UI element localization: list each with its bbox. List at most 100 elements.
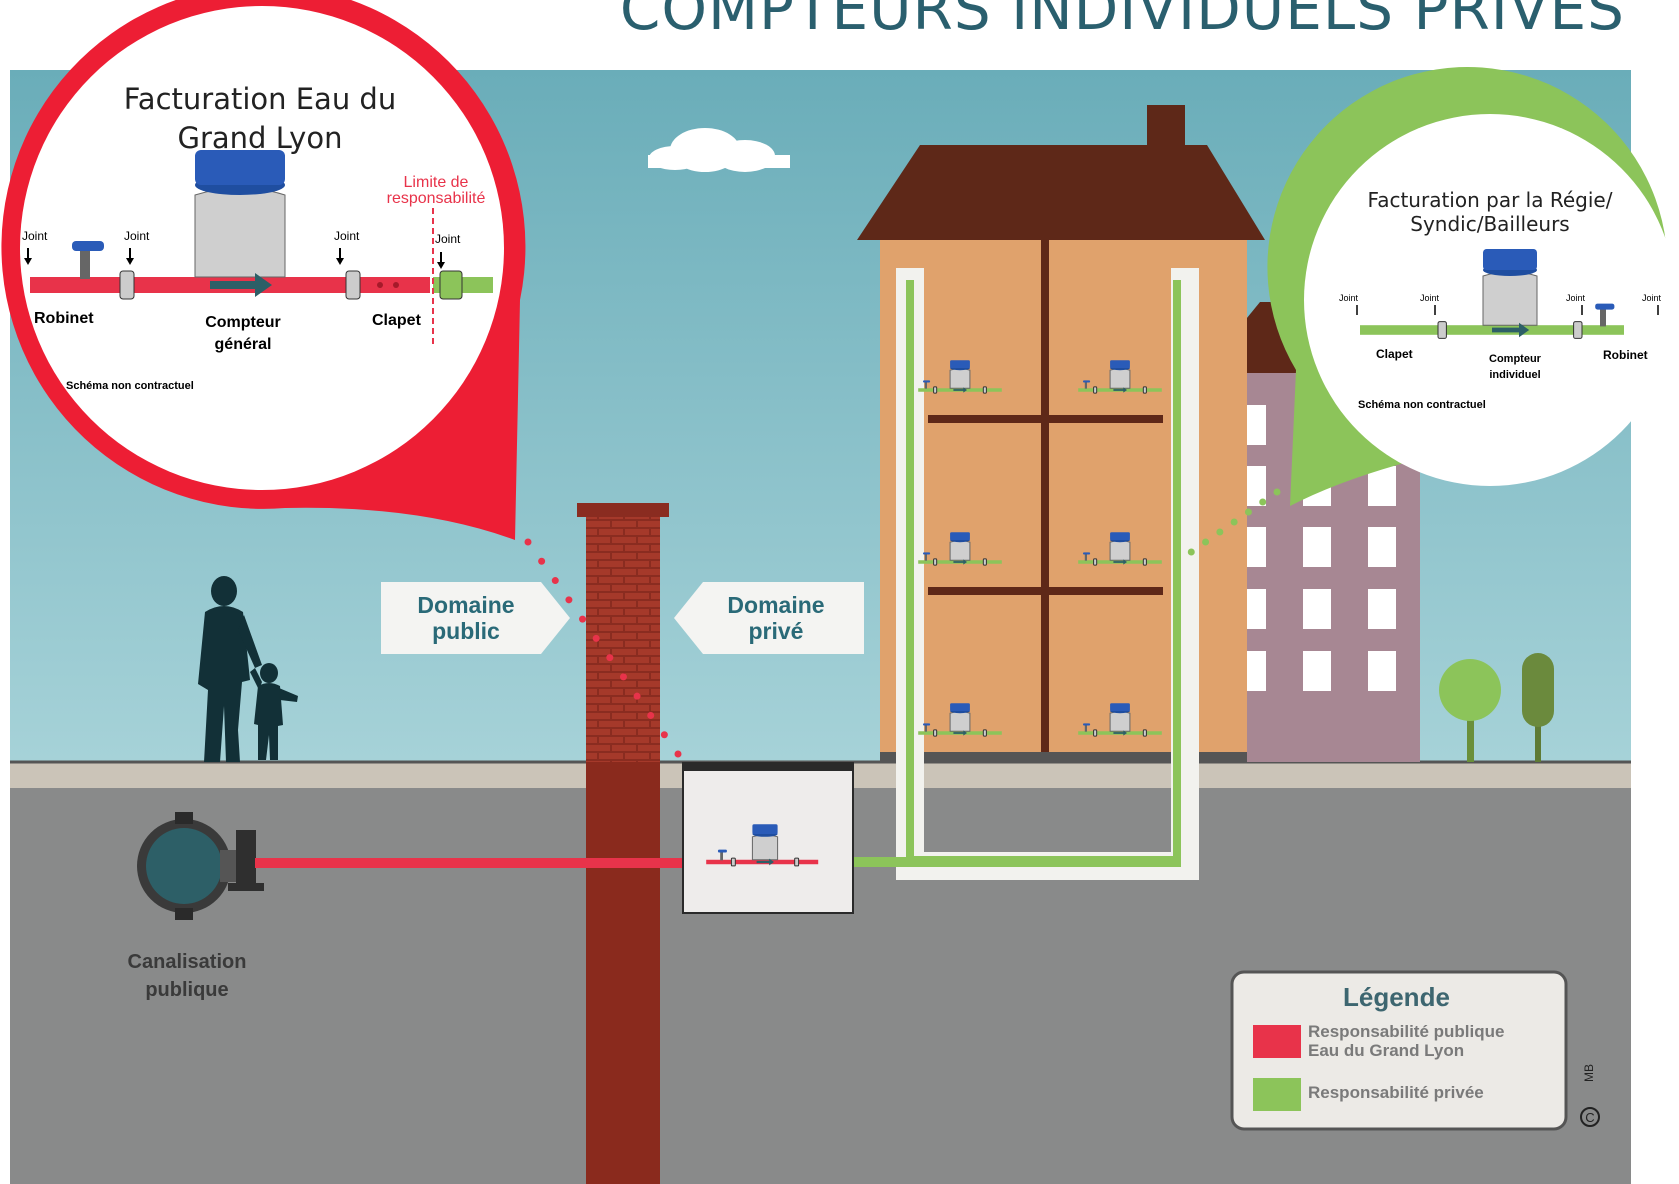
meter-cap-top <box>950 360 970 368</box>
joint-icon <box>1142 386 1147 394</box>
joint-label: Joint <box>1339 293 1359 303</box>
meter-body <box>949 540 971 561</box>
clapet-label: Clapet <box>372 312 421 329</box>
legend-box <box>1230 970 1568 1131</box>
joint-icon <box>1093 729 1098 737</box>
pointer-dot <box>551 577 559 585</box>
joint-icon <box>982 729 987 737</box>
joint-arrow-head-icon <box>336 258 344 265</box>
pointer-dot <box>660 731 668 739</box>
valve-stem <box>80 249 90 279</box>
flow-arrow-icon <box>1113 730 1128 736</box>
legend-public-line2: Eau du Grand Lyon <box>1308 1041 1465 1060</box>
meter-cap-top <box>1110 703 1130 711</box>
joint-label: Joint <box>22 229 48 243</box>
joint-icon <box>1573 321 1583 339</box>
apartment-meters <box>918 360 1162 737</box>
meter-cap-top <box>1110 360 1130 368</box>
flow-arrow-icon <box>1492 322 1530 338</box>
joint-icon <box>933 558 938 566</box>
pointer-dot <box>538 557 546 565</box>
joint-label: Joint <box>435 232 461 246</box>
pointer-dot <box>1273 488 1281 496</box>
general-meter-small <box>706 824 819 867</box>
valve-stem <box>720 851 723 861</box>
brick-wall <box>577 503 669 1184</box>
pointer-dot <box>592 634 600 642</box>
valve-handle-icon <box>1083 552 1091 555</box>
domain-private-sign <box>674 582 864 654</box>
riser-pipes <box>830 268 1199 880</box>
domain-private-line2: privé <box>748 618 804 644</box>
limit-label-line2: responsabilité <box>386 190 486 207</box>
valve-stem <box>1084 382 1087 389</box>
meter-body <box>1109 540 1131 561</box>
limit-label-line1: Limite de <box>403 174 469 191</box>
meter-cap-top <box>950 703 970 711</box>
clapet-label: Clapet <box>1376 347 1413 361</box>
joint-icon <box>982 386 987 394</box>
flow-arrow-icon <box>953 387 968 393</box>
valve-stem <box>1084 725 1087 732</box>
joint-icon <box>933 386 938 394</box>
compteur-individuel-line1: Compteur <box>1489 353 1541 365</box>
legend-title: Légende <box>1343 982 1450 1012</box>
meter-body <box>949 711 971 732</box>
private-callout-title-line1: Facturation par la Régie/ <box>1367 188 1613 212</box>
valve-handle-icon <box>923 552 931 555</box>
joint-arrow-head-icon <box>126 258 134 265</box>
pointer-dot <box>1244 508 1252 516</box>
meter-cap-top <box>195 150 285 185</box>
joint-icon <box>982 558 987 566</box>
pointer-dot <box>647 711 655 719</box>
valve-handle-icon <box>1083 723 1091 726</box>
joint-label: Joint <box>334 229 360 243</box>
legend-public-line1: Responsabilité publique <box>1308 1022 1505 1041</box>
robinet-label: Robinet <box>1603 348 1648 362</box>
individual-meter-diagram <box>1356 249 1659 339</box>
flow-arrow-icon <box>756 858 774 866</box>
domain-public-sign <box>381 582 570 654</box>
robinet-label: Robinet <box>34 310 94 327</box>
compteur-individuel-line2: individuel <box>1489 369 1541 381</box>
pointer-dot <box>674 750 682 758</box>
joint-label: Joint <box>1566 293 1586 303</box>
flow-arrow-icon <box>1113 559 1128 565</box>
meter-body <box>949 368 971 389</box>
pointer-dot <box>633 692 641 700</box>
joint-icon <box>119 270 135 300</box>
valve-stem <box>1084 554 1087 561</box>
pointer-dot <box>606 654 614 662</box>
compteur-label-line1: Compteur <box>205 314 281 331</box>
private-callout-title-line2: Syndic/Bailleurs <box>1410 212 1570 236</box>
joint-icon <box>345 270 361 300</box>
domain-public-line2: public <box>432 618 500 644</box>
joint-icon <box>1142 558 1147 566</box>
valve-handle-icon <box>1595 303 1615 310</box>
pointer-dot <box>1259 498 1267 506</box>
flow-arrow-icon <box>953 559 968 565</box>
joint-label: Joint <box>1420 293 1440 303</box>
valve-stem <box>1600 308 1606 327</box>
flow-arrow-icon <box>210 273 272 297</box>
legend-swatch-public <box>1253 1025 1301 1058</box>
public-main-pipe <box>137 812 264 920</box>
person-adult-icon <box>198 576 262 762</box>
copyright-text: MB <box>1582 1064 1596 1082</box>
joint-icon <box>794 857 800 867</box>
pointer-dot <box>1187 548 1195 556</box>
pointer-dot <box>565 596 573 604</box>
meter-cap-top <box>950 532 970 540</box>
public-pipe <box>255 858 830 868</box>
valve-handle-icon <box>1083 380 1091 383</box>
compteur-label-line2: général <box>214 336 272 353</box>
meter-cap-top <box>1110 532 1130 540</box>
person-child-icon <box>250 663 298 760</box>
public-callout-title-line1: Facturation Eau du <box>123 82 397 116</box>
public-callout-title-line2: Grand Lyon <box>177 121 343 155</box>
clapet-dot <box>393 282 399 288</box>
pointer-dot <box>1216 528 1224 536</box>
domain-public-line1: Domaine <box>417 592 515 618</box>
valve-stem <box>924 554 927 561</box>
flow-arrow-icon <box>1113 387 1128 393</box>
